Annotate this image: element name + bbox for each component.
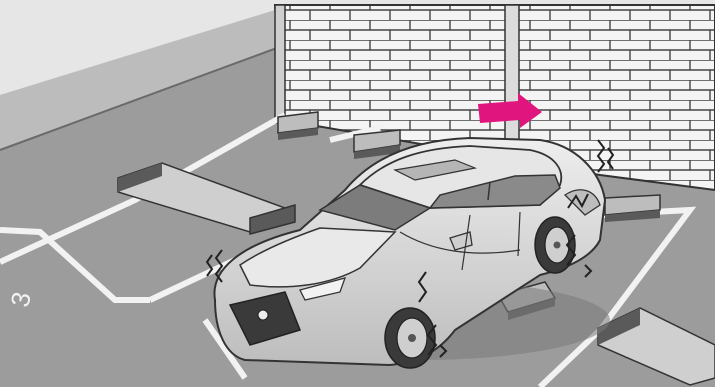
- car-front-wheel: [385, 308, 435, 368]
- car-emblem: [258, 310, 268, 320]
- wheel-stop-right-back: [605, 195, 660, 222]
- car-rear-wheel: [535, 217, 575, 273]
